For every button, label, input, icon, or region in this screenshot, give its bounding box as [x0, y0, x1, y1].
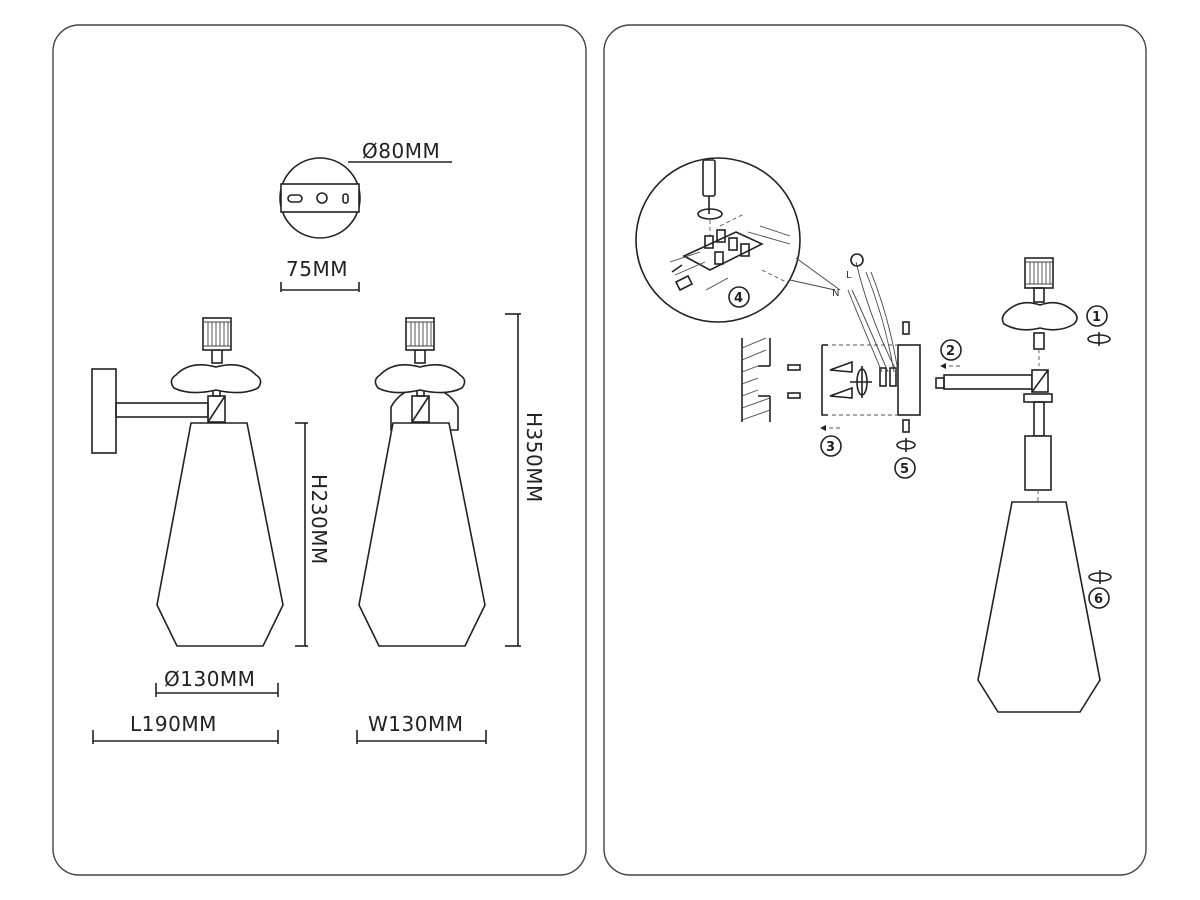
step-4-number: 4 [734, 291, 743, 306]
dimensions-panel-frame [52, 24, 587, 876]
earth-icon [850, 253, 864, 267]
length-label: L190MM [130, 712, 217, 736]
step-4-badge [728, 286, 750, 308]
installation-panel-frame [603, 24, 1147, 876]
width-label: W130MM [368, 712, 463, 736]
step-2-number: 2 [946, 344, 955, 359]
canopy-plate [897, 344, 921, 416]
live-label: L [846, 270, 852, 281]
mounting-center-hole [316, 192, 328, 204]
step-1-number: 1 [1092, 310, 1101, 325]
step-2-badge [940, 339, 962, 361]
step-6-number: 6 [1094, 592, 1103, 607]
terminal-block [682, 231, 764, 271]
step-6-badge [1088, 587, 1110, 609]
wall-anchor [787, 364, 801, 371]
exploded-lamp: 1 6 [935, 257, 1112, 713]
mounting-bracket-assembly: N L 3 5 2 [820, 253, 962, 479]
total-height-dimension: H350MM [505, 313, 546, 647]
wiring-detail: 4 [635, 157, 841, 323]
exploded-glass-shade [977, 501, 1101, 713]
mounting-bracket [821, 345, 828, 416]
installation-panel: 4 [603, 24, 1147, 876]
wall-section [741, 337, 801, 422]
earth-wire [855, 261, 897, 371]
shade-height-label: H230MM [307, 474, 331, 565]
front-glass-shade [358, 422, 486, 647]
front-view-lamp [358, 317, 486, 647]
base-plate-view: Ø80MM 75MM [279, 139, 452, 292]
shade-diameter-label: Ø130MM [164, 667, 255, 691]
neutral-wire [847, 289, 883, 373]
decorative-cap [170, 364, 262, 394]
step-5-badge [894, 457, 916, 479]
wall-anchor-lower [787, 392, 801, 399]
bottom-dimensions: Ø130MM L190MM W130MM [92, 667, 487, 744]
mounting-screw-lower [829, 386, 853, 399]
side-view-lamp [91, 317, 284, 647]
dimensions-panel: Ø80MM 75MM [52, 24, 587, 876]
mounting-screw [829, 360, 853, 373]
front-decorative-cap [374, 364, 466, 394]
live-wire [865, 271, 895, 373]
step-3-number: 3 [826, 440, 835, 455]
exploded-decorative-cap [1001, 301, 1078, 331]
mounting-hole [342, 193, 349, 204]
glass-shade [156, 422, 284, 647]
mounting-bar [280, 183, 360, 213]
bulb-socket [202, 317, 232, 351]
step-3-badge [820, 435, 842, 457]
canopy-screw-bottom [902, 419, 910, 433]
exploded-bulb-socket [1024, 257, 1054, 289]
base-plate-circle [279, 157, 361, 239]
step-1-badge [1086, 305, 1108, 327]
mounting-slot [287, 194, 303, 203]
base-mount-label: 75MM [286, 257, 348, 281]
neutral-label: N [832, 288, 839, 299]
canopy-screw-top [902, 321, 910, 335]
wiring-detail-circle [635, 157, 801, 323]
base-diameter-label: Ø80MM [362, 139, 440, 163]
step-5-number: 5 [900, 462, 909, 477]
shade-height-dimension: H230MM [295, 422, 331, 647]
total-height-label: H350MM [522, 412, 546, 503]
front-bulb-socket [405, 317, 435, 351]
exploded-holder [1024, 435, 1052, 491]
